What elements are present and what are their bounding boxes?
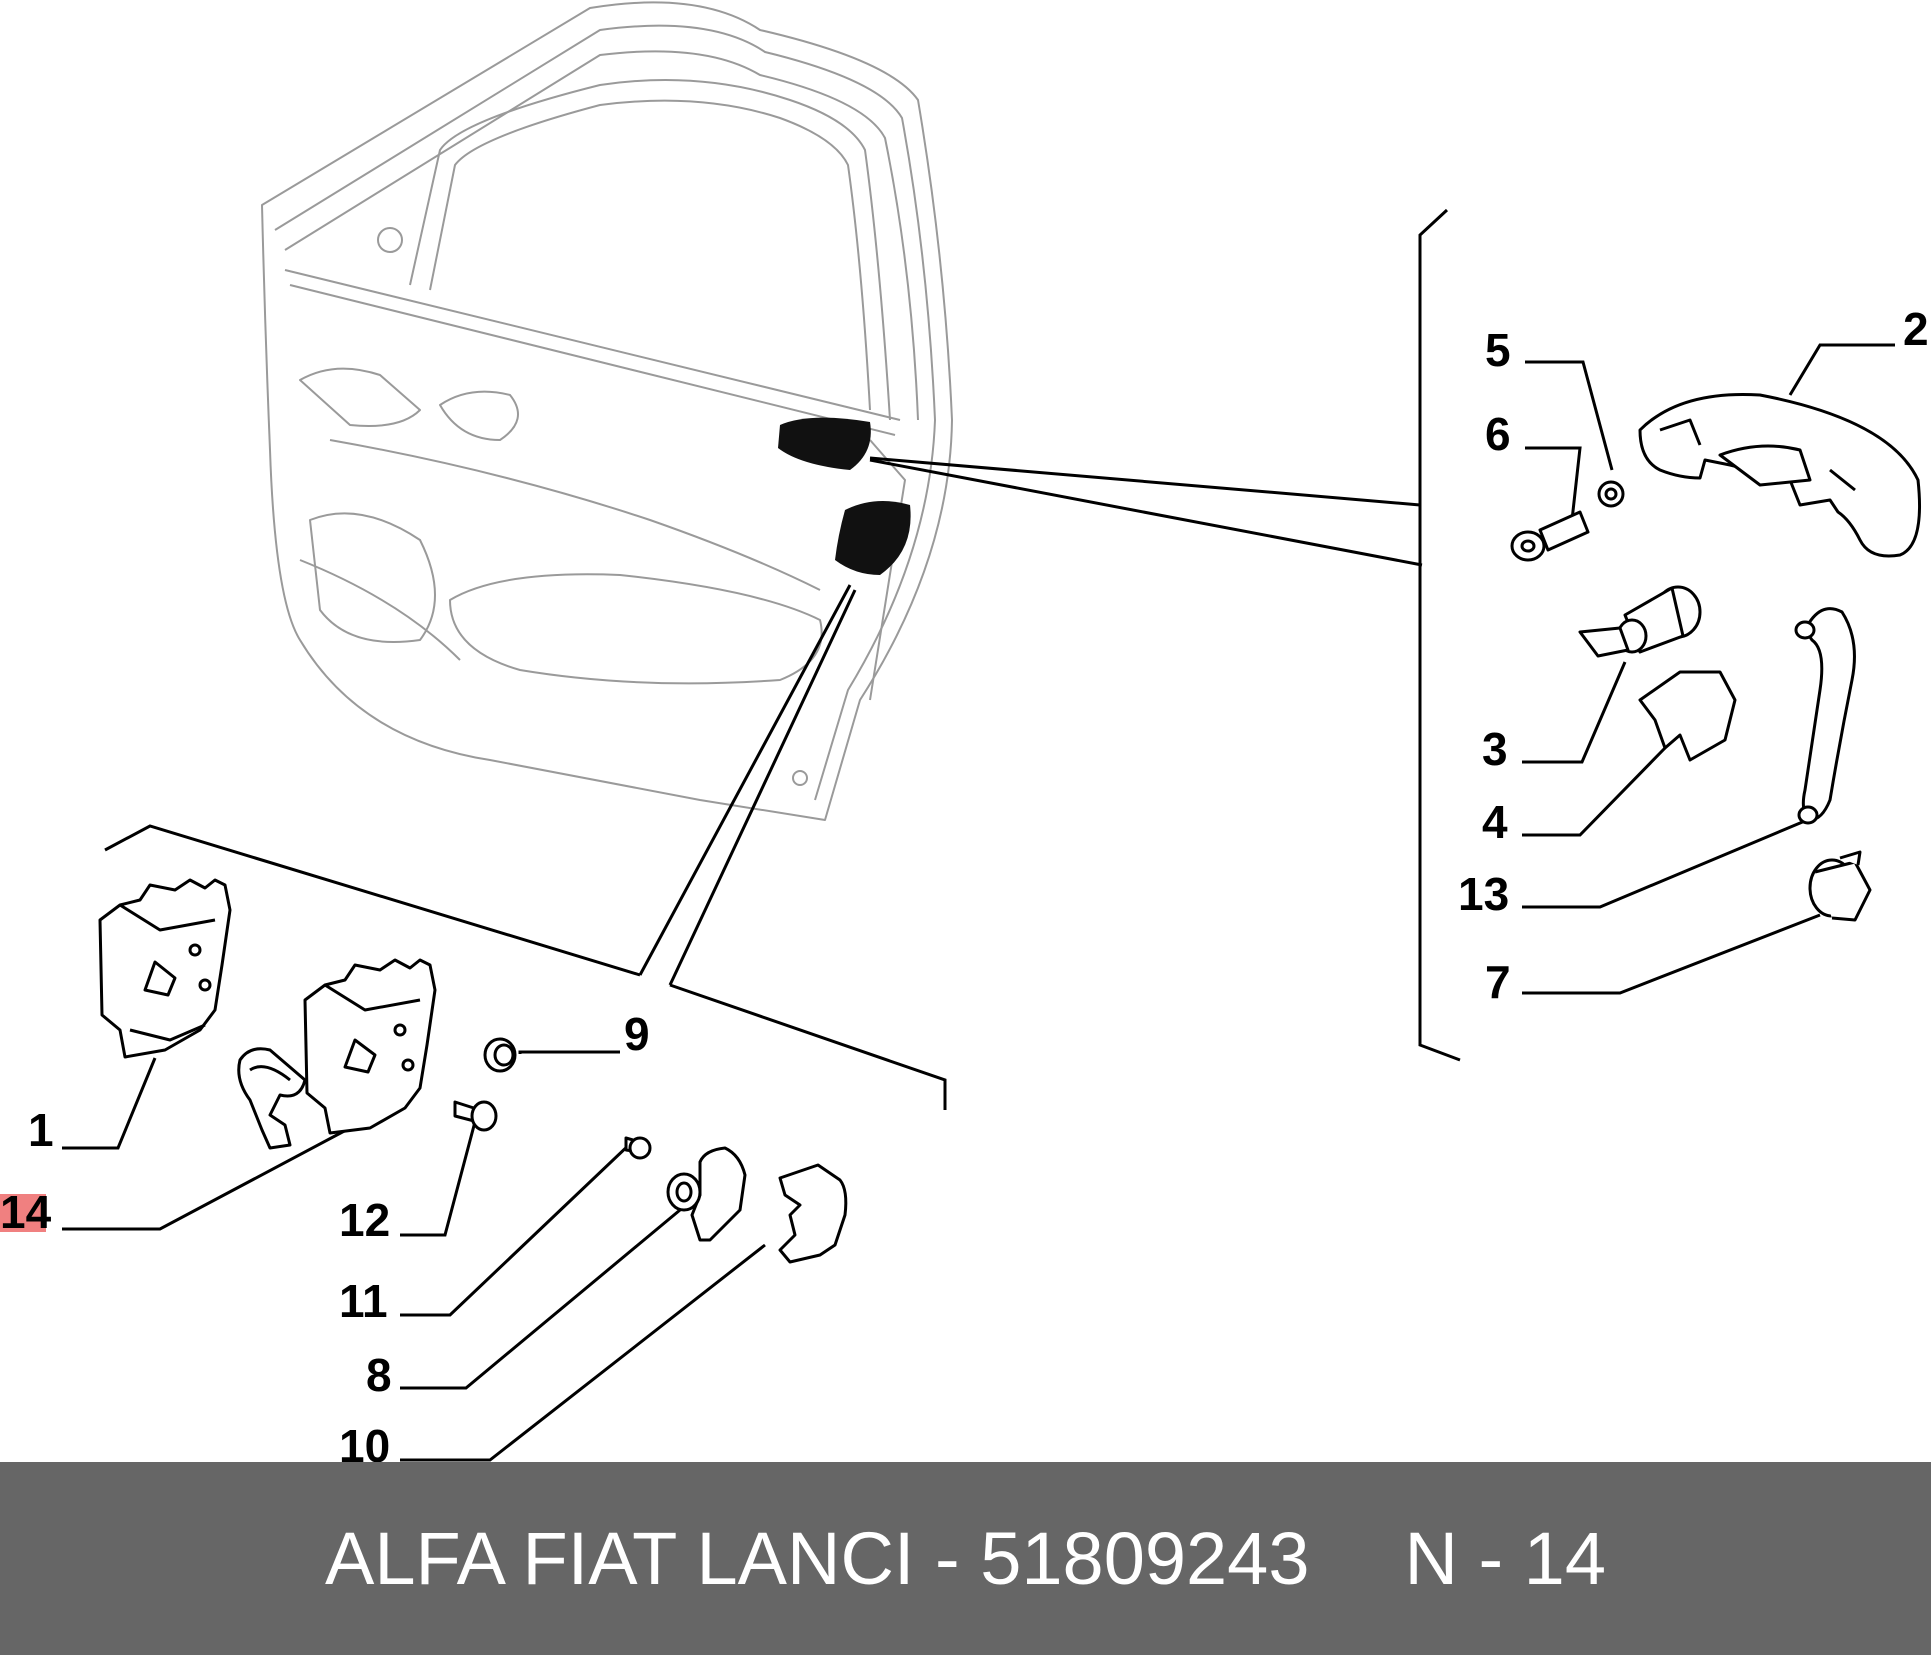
part-7-bushing — [1808, 850, 1872, 922]
callout-4: 4 — [1482, 796, 1508, 848]
part-3-lock-cylinder — [1578, 585, 1702, 658]
callout-leaders — [62, 208, 1895, 1462]
callout-8: 8 — [366, 1349, 392, 1401]
callout-6: 6 — [1485, 408, 1511, 460]
part-2-handle — [1638, 392, 1922, 558]
part-9-plug — [483, 1037, 517, 1073]
part-1-lock — [98, 878, 232, 1059]
door-lock-area-highlight — [835, 501, 911, 575]
part-8-striker — [666, 1146, 747, 1242]
callout-7: 7 — [1485, 956, 1511, 1008]
callout-14: 14 — [0, 1186, 52, 1238]
callout-5: 5 — [1485, 324, 1511, 376]
part-5-washer — [1597, 480, 1625, 508]
part-10-plate — [778, 1163, 848, 1264]
callout-10: 10 — [339, 1420, 390, 1462]
part-14-lock-with-cable — [237, 958, 437, 1150]
callout-3: 3 — [1482, 723, 1508, 775]
brand-part-number: ALFA FIAT LANCI - 51809243 — [325, 1517, 1310, 1600]
callout-2: 2 — [1903, 303, 1929, 355]
callout-11: 11 — [339, 1275, 388, 1327]
callout-1: 1 — [28, 1104, 54, 1156]
callout-12: 12 — [339, 1194, 390, 1246]
footer-bar: ALFA FIAT LANCI - 51809243 N - 14 — [0, 1462, 1931, 1655]
callout-13: 13 — [1458, 868, 1509, 920]
part-12-screw — [453, 1100, 498, 1132]
door-illustration — [261, 1, 953, 821]
part-4-clip — [1638, 670, 1737, 762]
parts-diagram: 1 2 3 4 5 6 7 8 9 10 11 12 13 14 — [0, 1, 1929, 1462]
part-13-rod — [1794, 607, 1856, 825]
door-handle-area-highlight — [778, 417, 871, 470]
diagram-reference: N - 14 — [1404, 1517, 1606, 1600]
callout-14-highlight — [0, 1194, 46, 1232]
callout-9: 9 — [624, 1008, 650, 1060]
part-6-bolt — [1510, 510, 1590, 562]
part-11-screw — [624, 1136, 652, 1160]
